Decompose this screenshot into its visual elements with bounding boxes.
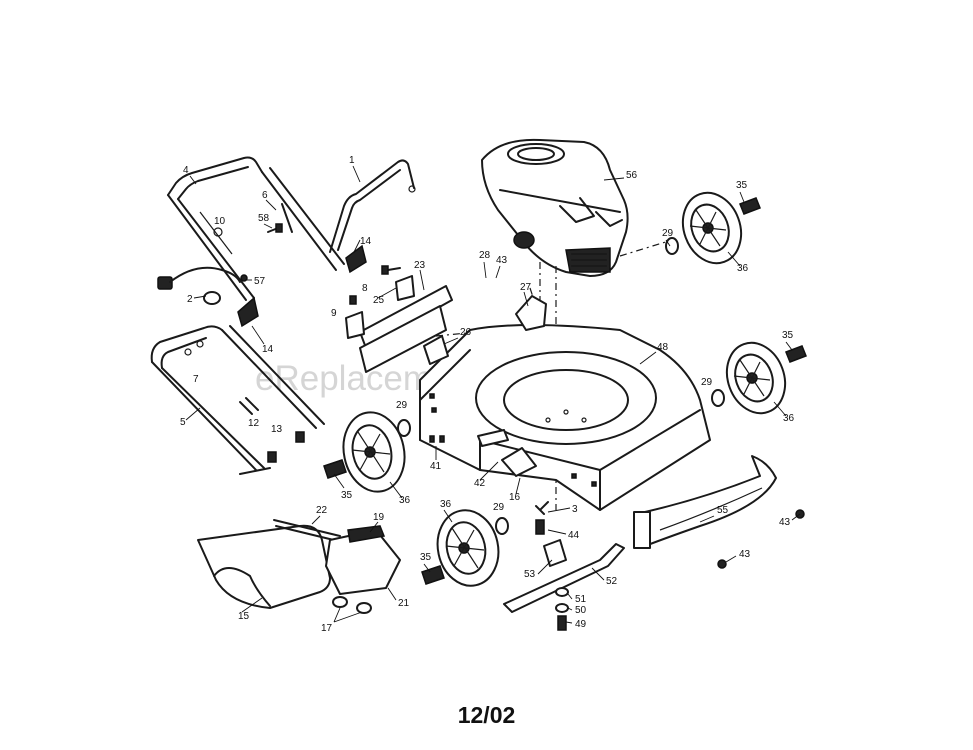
- grass-bag: [197, 519, 343, 609]
- callout-12: 12: [248, 418, 260, 429]
- callout-25: 25: [373, 295, 385, 306]
- callout-22: 22: [316, 505, 328, 516]
- callout-14-lower: 14: [262, 344, 274, 355]
- callout-2: 2: [187, 294, 193, 305]
- control-bar: [329, 159, 416, 253]
- callout-36-b: 36: [783, 413, 795, 424]
- leader-lines: [185, 165, 801, 624]
- wheel-front-left: [342, 411, 406, 493]
- callout-28: 28: [479, 250, 491, 261]
- callout-50: 50: [575, 605, 587, 616]
- callout-55: 55: [717, 505, 729, 516]
- callout-15: 15: [238, 611, 250, 622]
- engine: [481, 138, 629, 277]
- callout-19: 19: [373, 512, 385, 523]
- callout-53: 53: [524, 569, 536, 580]
- callout-labels: 1 2 3 4 5 6 7 8 9 10 12 13 14 14 15 16 1…: [180, 155, 795, 634]
- callout-43-a: 43: [496, 255, 508, 266]
- deck-brackets: [345, 275, 547, 373]
- control-cable: [157, 266, 248, 305]
- lower-handle: [150, 325, 325, 475]
- callout-43-b: 43: [779, 517, 791, 528]
- wheel-upper-right: [681, 191, 743, 265]
- callout-42: 42: [474, 478, 486, 489]
- callout-44: 44: [568, 530, 580, 541]
- callout-9: 9: [331, 308, 337, 319]
- callout-49: 49: [575, 619, 587, 630]
- callout-36-c: 36: [399, 495, 411, 506]
- callout-27: 27: [520, 282, 532, 293]
- wheel-mid-right: [725, 341, 787, 415]
- callout-35-d: 35: [420, 552, 432, 563]
- handle-hardware: [267, 203, 401, 305]
- wheel-front-bottom: [436, 509, 500, 587]
- callout-48: 48: [657, 342, 669, 353]
- callout-29-a: 29: [662, 228, 674, 239]
- cutting-blade: [503, 501, 625, 631]
- callout-57: 57: [254, 276, 266, 287]
- date-code-label: 12/02: [457, 702, 516, 728]
- callout-35-b: 35: [782, 330, 794, 341]
- bag-frame: [325, 525, 401, 614]
- callout-36-d: 36: [440, 499, 452, 510]
- callout-58: 58: [258, 213, 270, 224]
- callout-29-c: 29: [396, 400, 408, 411]
- callout-35-a: 35: [736, 180, 748, 191]
- callout-8: 8: [362, 283, 368, 294]
- callout-23: 23: [414, 260, 426, 271]
- callout-29-d: 29: [493, 502, 505, 513]
- callout-52: 52: [606, 576, 618, 587]
- callout-41: 41: [430, 461, 442, 472]
- callout-6: 6: [262, 190, 268, 201]
- callout-17: 17: [321, 623, 333, 634]
- callout-21: 21: [398, 598, 410, 609]
- callout-16: 16: [509, 492, 521, 503]
- callout-43-c: 43: [739, 549, 751, 560]
- callout-10: 10: [214, 216, 226, 227]
- callout-51: 51: [575, 594, 587, 605]
- callout-56: 56: [626, 170, 638, 181]
- wheel-hardware: [323, 197, 807, 585]
- callout-5: 5: [180, 417, 186, 428]
- mower-deck: [419, 324, 711, 511]
- callout-3: 3: [572, 504, 578, 515]
- callout-36-a: 36: [737, 263, 749, 274]
- callout-35-c: 35: [341, 490, 353, 501]
- callout-26: 26: [460, 327, 472, 338]
- handle-knobs: [237, 244, 367, 328]
- rear-shield: [633, 455, 777, 549]
- callout-7: 7: [193, 374, 199, 385]
- callout-1: 1: [349, 155, 355, 166]
- callout-13: 13: [271, 424, 283, 435]
- callout-29-b: 29: [701, 377, 713, 388]
- callout-14-upper: 14: [360, 236, 372, 247]
- callout-4: 4: [183, 165, 189, 176]
- rear-flap: [429, 429, 537, 477]
